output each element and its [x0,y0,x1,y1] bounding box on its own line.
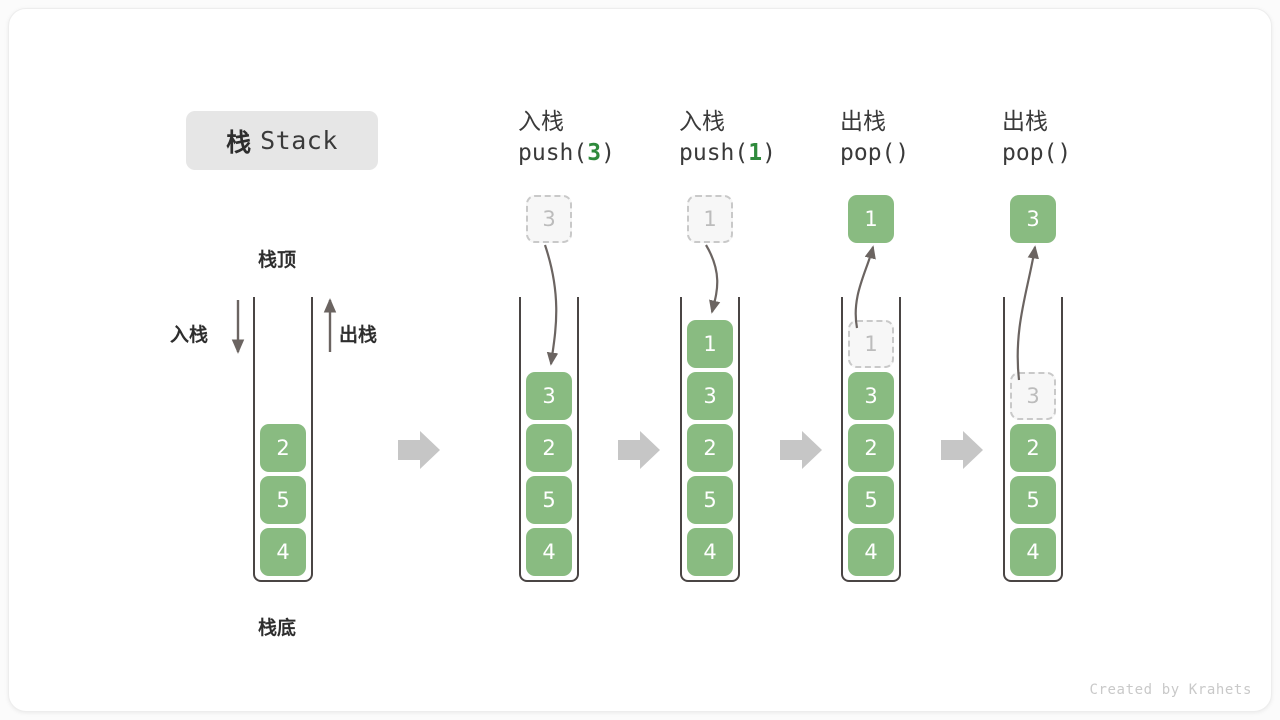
stack-top-label: 栈顶 [258,250,297,271]
operation-header-1: 入栈 push(1) [679,106,849,170]
stack-cell-initial-1: 5 [260,476,306,524]
stack-cell-step-0-0: 3 [526,372,572,420]
stack-cell-step-2-3: 5 [848,476,894,524]
stack-cell-step-1-1: 3 [687,372,733,420]
stack-cell-step-3-3: 4 [1010,528,1056,576]
floating-cell-step-1: 1 [687,195,733,243]
operation-code-1: push(1) [679,140,776,166]
operation-name-2: 出栈 [840,108,886,134]
push-direction-label: 入栈 [170,325,209,346]
title-cn: 栈 [226,128,252,157]
stack-cell-step-1-3: 5 [687,476,733,524]
operation-name-3: 出栈 [1002,108,1048,134]
operation-name-1: 入栈 [679,108,725,134]
operation-header-0: 入栈 push(3) [518,106,688,170]
stack-cell-step-3-1: 2 [1010,424,1056,472]
stack-tube-step-0 [519,297,579,582]
stack-cell-step-0-3: 4 [526,528,572,576]
operation-header-3: 出栈 pop() [1002,106,1172,170]
operation-code-2: pop() [840,140,910,166]
stack-cell-step-3-2: 5 [1010,476,1056,524]
stack-cell-step-1-0: 1 [687,320,733,368]
title-badge: 栈 Stack [186,111,378,170]
operation-header-2: 出栈 pop() [840,106,1010,170]
operation-name-0: 入栈 [518,108,564,134]
floating-cell-step-3: 3 [1010,195,1056,243]
operation-code-3: pop() [1002,140,1072,166]
stack-cell-step-2-2: 2 [848,424,894,472]
stack-tube-initial [253,297,313,582]
stack-bottom-label: 栈底 [258,618,297,639]
stack-cell-step-2-1: 3 [848,372,894,420]
stack-tube-step-3 [1003,297,1063,582]
stack-cell-step-0-1: 2 [526,424,572,472]
stack-cell-step-2-0: 1 [848,320,894,368]
stack-cell-step-2-4: 4 [848,528,894,576]
operation-code-0: push(3) [518,140,615,166]
stack-cell-initial-2: 4 [260,528,306,576]
title-en: Stack [260,126,338,155]
stack-tube-step-2 [841,297,901,582]
stack-cell-initial-0: 2 [260,424,306,472]
stack-cell-step-3-0: 3 [1010,372,1056,420]
stack-cell-step-1-4: 4 [687,528,733,576]
credit-footer: Created by Krahets [1089,682,1252,698]
pop-direction-label: 出栈 [339,325,378,346]
floating-cell-step-2: 1 [848,195,894,243]
stack-tube-step-1 [680,297,740,582]
stack-cell-step-1-2: 2 [687,424,733,472]
stack-cell-step-0-2: 5 [526,476,572,524]
floating-cell-step-0: 3 [526,195,572,243]
